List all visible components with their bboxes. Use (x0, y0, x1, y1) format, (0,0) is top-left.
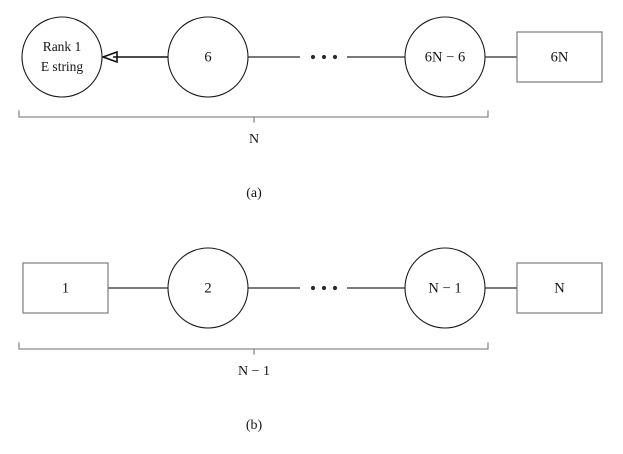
a-node-4-label: 6N (551, 49, 569, 65)
a-node-2: 6 (167, 16, 249, 98)
b-ellipsis-dot-2 (321, 285, 327, 291)
a-node-4-rect (516, 31, 603, 83)
b-brace-label: N − 1 (238, 364, 270, 379)
a-brace-label: N (249, 132, 259, 147)
a-ellipsis-dot-3 (332, 54, 338, 60)
b-node-4-rect (516, 262, 603, 314)
panel-a-connectors (100, 50, 517, 64)
a-brace-path (18, 110, 489, 118)
a-node-2-circle (167, 16, 249, 98)
panel-a-caption: (a) (246, 186, 262, 201)
a-node-4: 6N (516, 31, 603, 83)
b-node-4: N (516, 262, 603, 314)
b-node-3-circle (404, 247, 486, 329)
a-ellipsis (310, 54, 338, 60)
b-ellipsis-dot-1 (310, 285, 316, 291)
b-node-1-label: 1 (62, 280, 69, 296)
b-node-1-rect (22, 262, 109, 314)
a-node-2-label: 6 (204, 49, 211, 65)
a-node-3-circle (404, 16, 486, 98)
b-node-2-circle (167, 247, 249, 329)
a-node-1-label-line2: E string (41, 59, 84, 74)
a-node-3: 6N − 6 (404, 16, 486, 98)
a-node-1-circle (21, 16, 103, 98)
b-ellipsis (310, 285, 338, 291)
b-ellipsis-dot-3 (332, 285, 338, 291)
b-node-1: 1 (22, 262, 109, 314)
a-node-1-label-line1: Rank 1 (43, 39, 82, 54)
a-node-1: Rank 1 E string (21, 16, 103, 98)
panel-b-caption: (b) (246, 418, 263, 433)
b-node-3: N − 1 (404, 247, 486, 329)
b-brace-path (18, 342, 489, 350)
b-node-4-label: N (554, 280, 565, 296)
a-arrow-1-head (100, 50, 118, 64)
a-brace: N (18, 110, 489, 147)
b-node-2-label: 2 (204, 280, 211, 296)
panel-a: Rank 1 E string 6 6N − 6 6 (18, 16, 603, 201)
b-brace: N − 1 (18, 342, 489, 379)
a-ellipsis-dot-1 (310, 54, 316, 60)
a-ellipsis-dot-2 (321, 54, 327, 60)
b-node-3-label: N − 1 (428, 280, 461, 296)
panel-b: 1 2 N − 1 N (18, 247, 603, 433)
a-node-3-label: 6N − 6 (425, 49, 465, 65)
b-node-2: 2 (167, 247, 249, 329)
